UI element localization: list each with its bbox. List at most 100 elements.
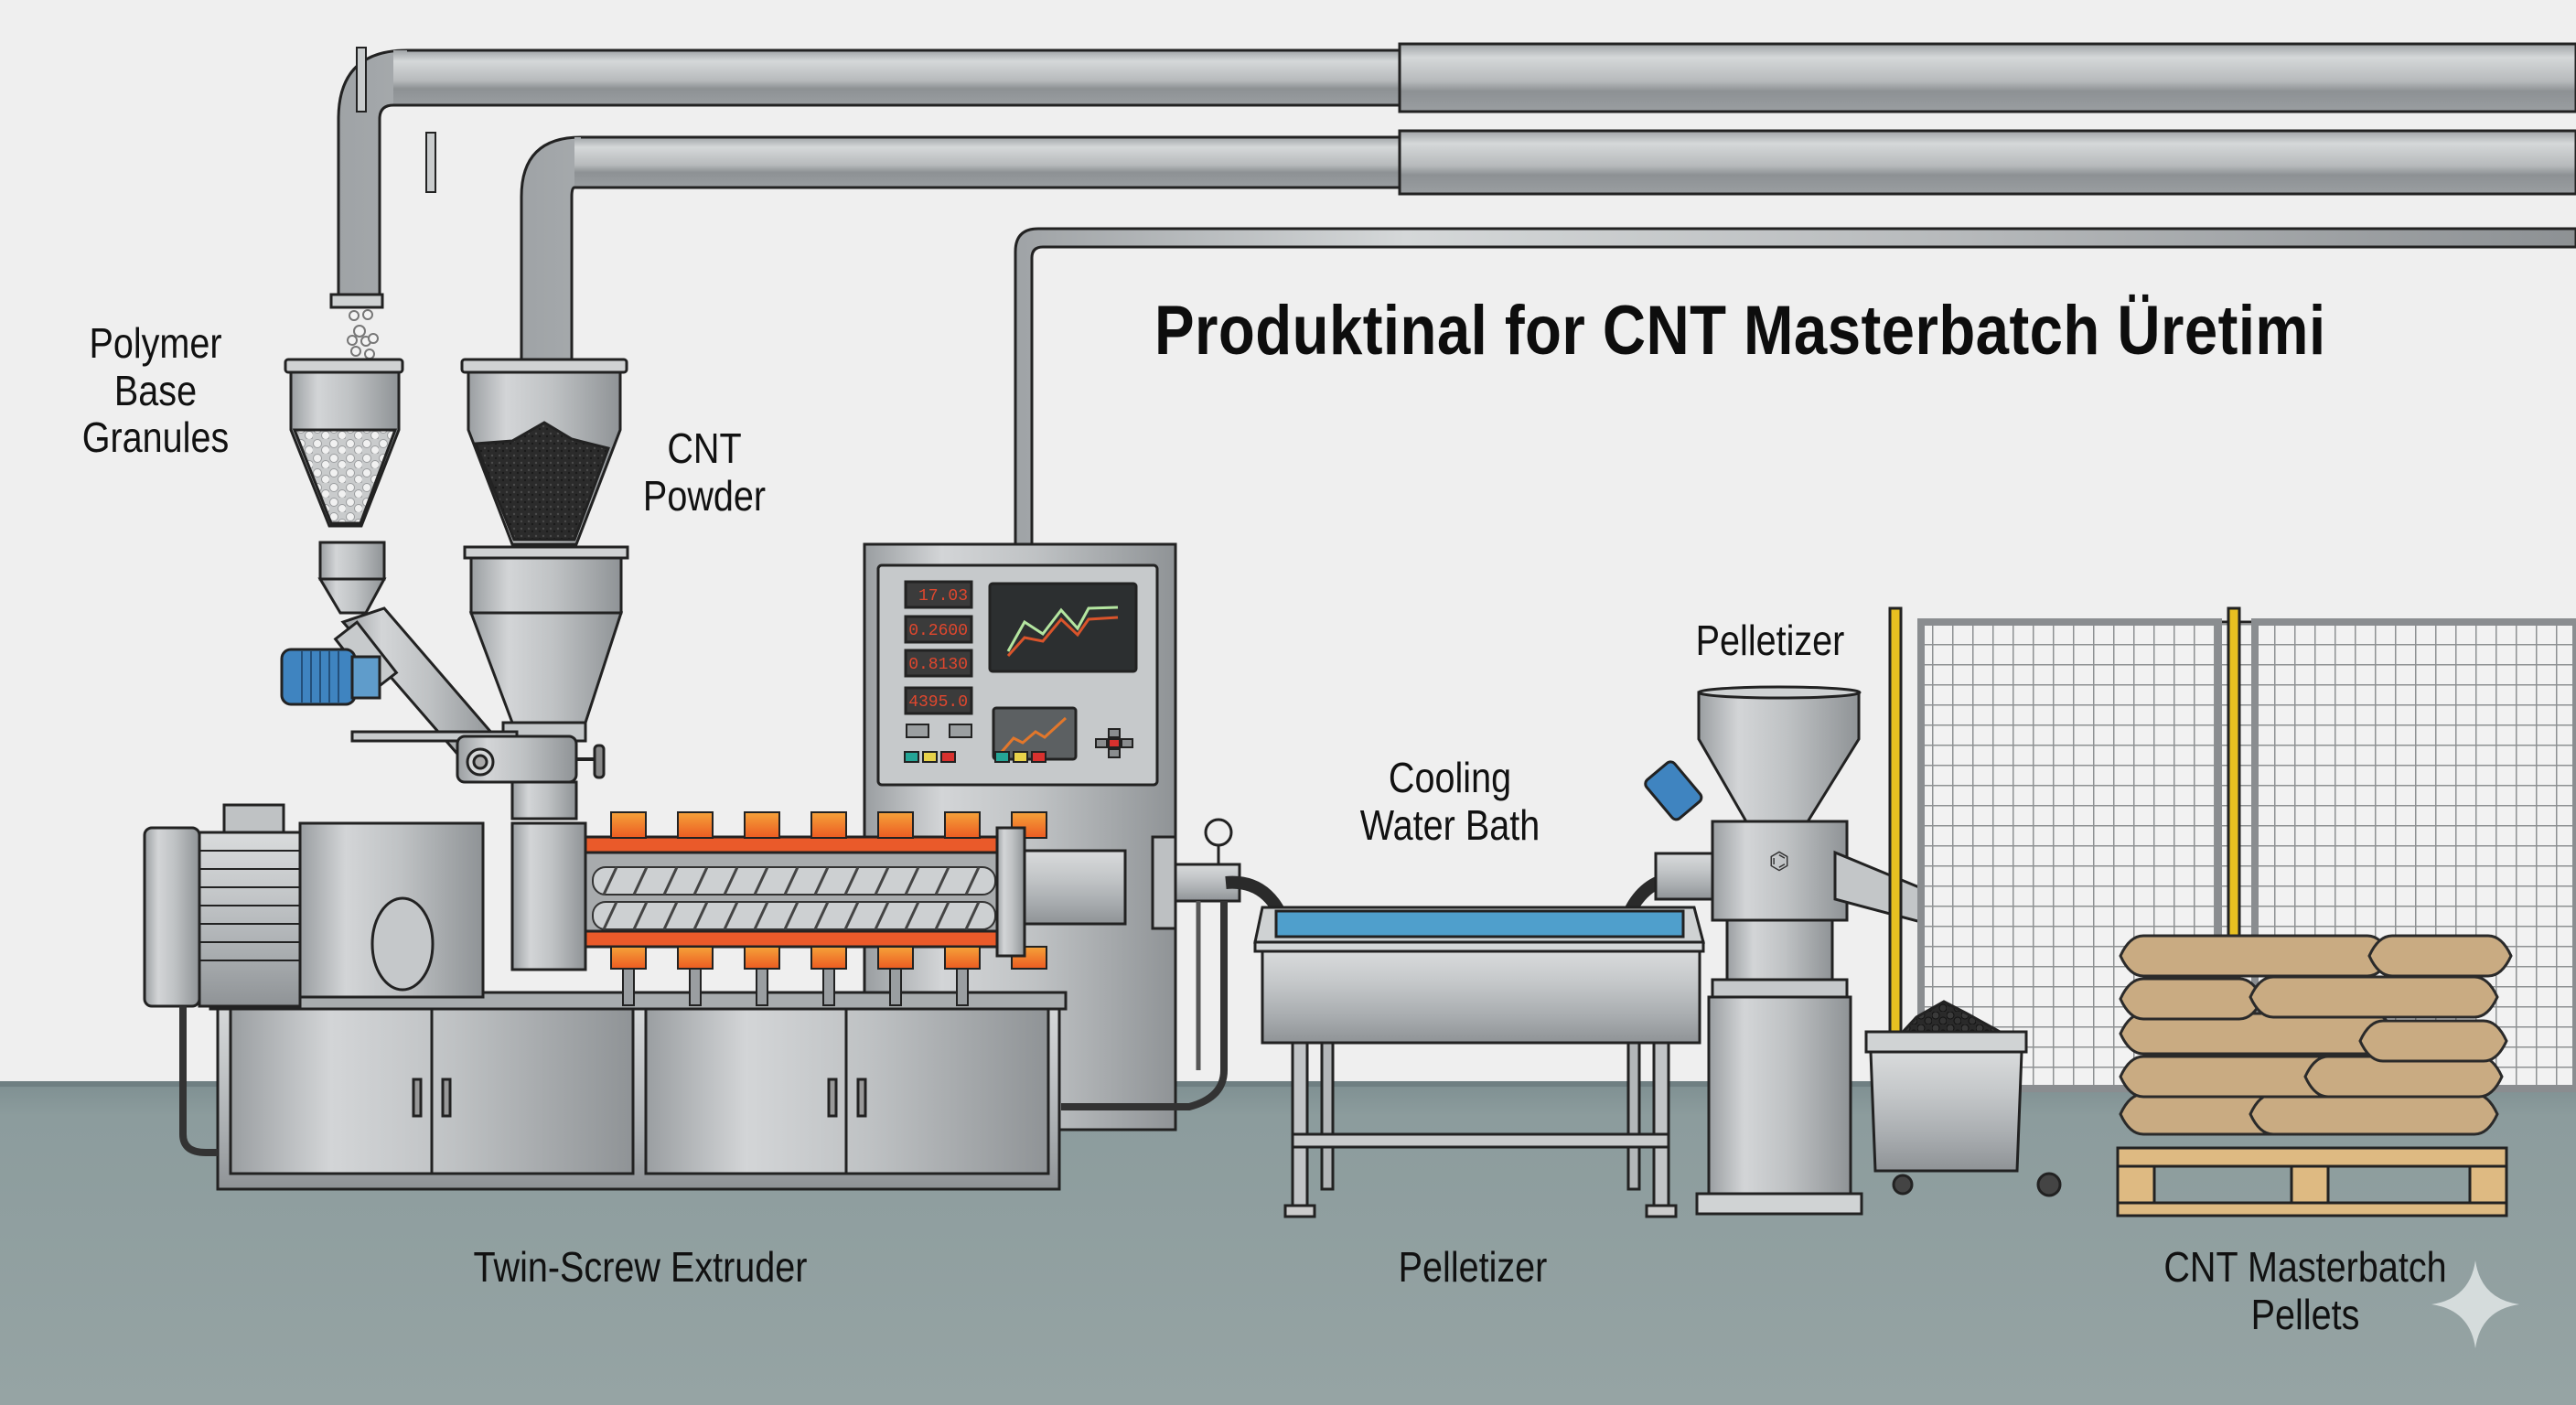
- heater-band: [877, 946, 914, 970]
- label-polymer-base-granules: Polymer Base Granules: [69, 319, 242, 462]
- screw-flight: [602, 901, 618, 930]
- thermocouple: [756, 968, 768, 1006]
- bag: [2303, 1055, 2504, 1099]
- diagram-title: Produktinal for CNT Masterbatch Üretimi: [1154, 292, 2326, 370]
- label-line: CNT: [667, 424, 742, 472]
- screw-flight: [753, 866, 769, 896]
- screw-flight: [934, 866, 950, 896]
- panel-button: [940, 751, 956, 763]
- label-line: Base: [113, 366, 198, 414]
- label-twin-screw-extruder: Twin-Screw Extruder: [473, 1243, 808, 1291]
- screw-flight: [723, 901, 739, 930]
- bag-stack: [2119, 934, 2513, 1136]
- heater-band: [610, 946, 647, 970]
- heater-bands: [610, 811, 1047, 1006]
- screw-flight: [934, 901, 950, 930]
- heater-band: [877, 811, 914, 839]
- screw-flight: [723, 866, 739, 896]
- label-cnt-masterbatch-pellets: CNT Masterbatch Pellets: [2132, 1243, 2478, 1338]
- sparkle-icon: [2431, 1260, 2519, 1348]
- heater-band: [744, 946, 780, 970]
- screw-flight: [692, 866, 709, 896]
- screw-shaft: [592, 866, 996, 896]
- screw-flight: [843, 901, 860, 930]
- panel-readouts: [904, 580, 973, 715]
- bag: [2119, 977, 2264, 1021]
- trend-line-red: [1006, 616, 1119, 658]
- label-line: Water Bath: [1359, 800, 1540, 849]
- thermocouple: [956, 968, 969, 1006]
- cnt-hopper: [460, 358, 629, 743]
- heater-band: [610, 811, 647, 839]
- screw-flight: [632, 901, 649, 930]
- screw-flight: [843, 866, 860, 896]
- screw-flight: [813, 901, 830, 930]
- bag: [2367, 934, 2513, 978]
- panel-button: [1031, 751, 1046, 763]
- thermocouple: [889, 968, 902, 1006]
- panel-readout: 0.2600: [908, 622, 968, 640]
- label-line: Cooling: [1388, 754, 1512, 801]
- screw-flight: [964, 901, 981, 930]
- label-pelletizer-top: Pelletizer: [1695, 617, 1845, 664]
- screw-flight: [753, 901, 769, 930]
- panel-button: [1013, 751, 1028, 763]
- label-line: Powder: [642, 471, 767, 520]
- logo-icon: ⌬: [1769, 847, 1790, 874]
- heater-band: [810, 811, 847, 839]
- screw-flight: [692, 901, 709, 930]
- label-pelletizer-bottom: Pelletizer: [1398, 1243, 1548, 1291]
- bag: [2119, 934, 2392, 978]
- label-line: CNT Masterbatch: [2163, 1243, 2447, 1291]
- pallet: [2116, 1146, 2508, 1217]
- trend-line-green: [1006, 606, 1119, 652]
- screw-flight: [874, 901, 890, 930]
- fence-post: [1888, 606, 1903, 1090]
- heater-band: [1011, 946, 1047, 970]
- heater-band: [744, 811, 780, 839]
- screw-flight: [904, 866, 920, 896]
- pellet-bin: [1864, 1000, 2062, 1197]
- screw-shaft: [592, 901, 996, 930]
- panel-button: [994, 751, 1010, 763]
- screw-flight: [632, 866, 649, 896]
- panel-readout: 0.8130: [908, 656, 968, 674]
- bag: [2358, 1019, 2508, 1063]
- twin-screw-extruder: [143, 803, 1241, 1191]
- water: [1274, 909, 1685, 938]
- screw-flight: [964, 866, 981, 896]
- panel-readout: 17.03: [918, 587, 968, 606]
- heater-band: [944, 811, 981, 839]
- label-line: Pellets: [2250, 1290, 2360, 1338]
- dpad: [1095, 728, 1133, 758]
- feeder-motor: [280, 648, 357, 706]
- screw-flight: [874, 866, 890, 896]
- pelletizer: ⌬: [1644, 685, 1937, 1216]
- overhead-pipes: [329, 42, 2576, 546]
- heater-band: [677, 811, 714, 839]
- screw-flight: [783, 866, 800, 896]
- polymer-hopper: [284, 358, 404, 615]
- heater-band: [944, 946, 981, 970]
- panel-button: [904, 751, 919, 763]
- label-cnt-powder: CNT Powder: [634, 424, 776, 520]
- screws: [592, 866, 996, 930]
- panel-readout-values: 17.03 0.2600 0.8130 4395.0: [908, 587, 968, 712]
- heater-band: [810, 946, 847, 970]
- bag: [2249, 975, 2499, 1019]
- screw-flight: [904, 901, 920, 930]
- falling-granules: [347, 309, 379, 359]
- panel-button: [922, 751, 938, 763]
- thermocouple: [822, 968, 835, 1006]
- panel-buttons: [904, 751, 1046, 763]
- cooling-water-bath: [1253, 906, 1705, 1218]
- screw-flight: [813, 866, 830, 896]
- screw-flight: [783, 901, 800, 930]
- panel-readout: 4395.0: [908, 693, 968, 712]
- bag: [2249, 1092, 2499, 1136]
- heater-band: [677, 946, 714, 970]
- label-cooling-water-bath: Cooling Water Bath: [1336, 754, 1563, 849]
- side-feeder: [280, 606, 606, 820]
